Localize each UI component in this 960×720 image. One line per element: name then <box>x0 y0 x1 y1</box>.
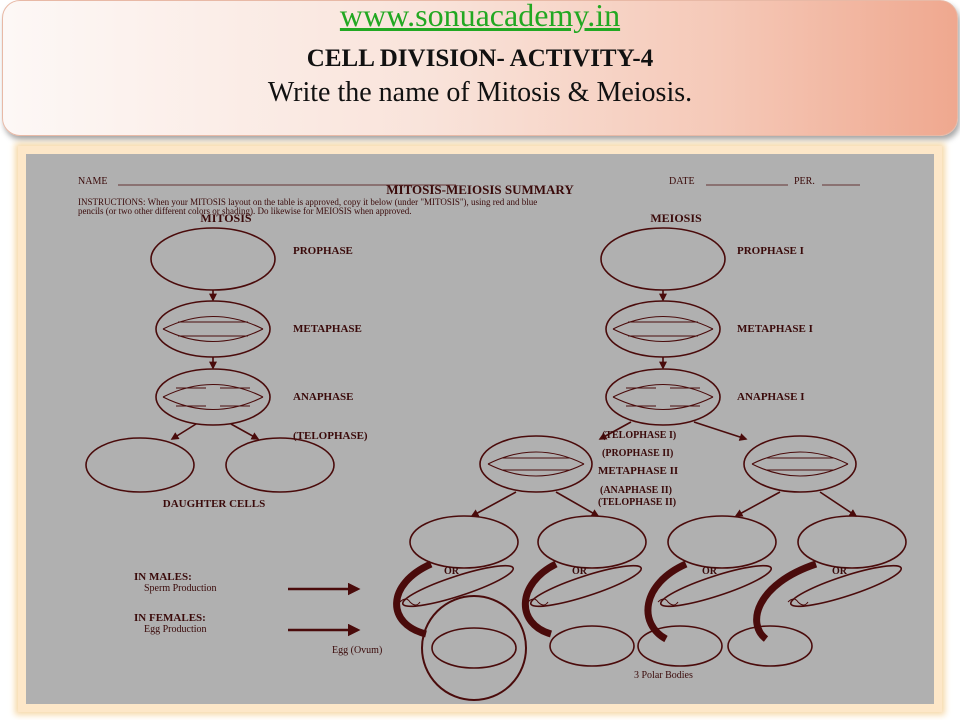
polar-body-3 <box>727 625 813 667</box>
or-label-1: OR <box>444 566 460 577</box>
spindle-fibers <box>162 316 264 342</box>
curved-arrow-icon <box>521 560 558 638</box>
haploid-cell-1 <box>409 515 519 569</box>
daughter-cells-label: DAUGHTER CELLS <box>163 498 265 510</box>
arrow-icon <box>170 423 197 440</box>
mitosis-heading: MITOSIS <box>200 211 251 225</box>
meiosis-telophase1-label: (TELOPHASE I) <box>602 430 676 441</box>
meiosis-telophase2-label: (TELOPHASE II) <box>598 497 676 508</box>
name-label: NAME <box>78 176 107 187</box>
curved-arrow-icon <box>393 560 433 638</box>
haploid-cell-3 <box>667 515 777 569</box>
males-sub-label: Sperm Production <box>144 583 217 594</box>
sperm-cell-2 <box>529 564 643 608</box>
meiosis-metaphase1-cell <box>605 300 721 358</box>
egg-label: Egg (Ovum) <box>332 645 382 656</box>
mitosis-metaphase-label: METAPHASE <box>293 323 362 335</box>
sperm-cell-3 <box>659 564 773 608</box>
curved-arrow-icon <box>753 560 818 642</box>
site-link[interactable]: www.sonuacademy.in <box>339 0 621 33</box>
mitosis-metaphase-cell <box>155 300 271 358</box>
meiosis-metaphase2-label: METAPHASE II <box>598 465 678 477</box>
arrow-icon <box>693 421 748 441</box>
females-sub-label: Egg Production <box>144 624 207 635</box>
date-label: DATE <box>669 176 695 187</box>
mitosis-telophase-label: (TELOPHASE) <box>293 430 368 442</box>
worksheet-frame: NAME DATE PER. MITOSIS-MEIOSIS SUMMARY I… <box>18 146 942 712</box>
meiosis-metaphase2-cell-left <box>479 435 593 493</box>
or-label-3: OR <box>702 566 718 577</box>
egg-outer <box>421 595 527 701</box>
haploid-cell-2 <box>537 515 647 569</box>
daughter-cell-2 <box>225 437 335 493</box>
summary-title: MITOSIS-MEIOSIS SUMMARY <box>386 182 574 197</box>
sperm-tails <box>399 598 809 606</box>
arrow-icon <box>819 491 858 517</box>
title-banner: www.sonuacademy.in CELL DIVISION- ACTIVI… <box>2 0 958 136</box>
sperm-cell-4 <box>789 564 903 608</box>
polar-body-2 <box>637 625 723 667</box>
spindle-fibers <box>487 451 585 477</box>
page-instruction: Write the name of Mitosis & Meiosis. <box>267 77 693 108</box>
females-label: IN FEMALES: <box>134 612 206 624</box>
arrow-icon <box>734 491 781 517</box>
mitosis-prophase-cell <box>150 227 276 291</box>
meiosis-metaphase2-cell-right <box>743 435 857 493</box>
spindle-fibers <box>751 451 849 477</box>
worksheet: NAME DATE PER. MITOSIS-MEIOSIS SUMMARY I… <box>26 154 934 704</box>
arrow-icon <box>555 491 600 517</box>
meiosis-heading: MEIOSIS <box>650 211 702 225</box>
mitosis-prophase-label: PROPHASE <box>293 245 353 257</box>
instructions-line-2: pencils (or two other different colors o… <box>78 206 412 216</box>
daughter-cell-1 <box>85 437 195 493</box>
polar-body-1 <box>549 625 635 667</box>
mitosis-anaphase-cell <box>155 368 271 426</box>
spindle-fibers <box>612 316 714 342</box>
egg-ovum <box>431 627 517 669</box>
spindle-fibers <box>612 384 714 410</box>
arrow-icon <box>470 491 517 517</box>
meiosis-prophase2-label: (PROPHASE II) <box>602 448 673 459</box>
or-label-2: OR <box>572 566 588 577</box>
spindle-fibers <box>162 384 264 410</box>
sperm-cell-1 <box>401 564 515 608</box>
males-label: IN MALES: <box>134 571 192 583</box>
meiosis-anaphase2-label: (ANAPHASE II) <box>600 485 672 496</box>
page-title: CELL DIVISION- ACTIVITY-4 <box>306 45 654 72</box>
arrow-icon <box>230 423 260 440</box>
or-label-4: OR <box>832 566 848 577</box>
meiosis-anaphase1-cell <box>605 368 721 426</box>
mitosis-anaphase-label: ANAPHASE <box>293 391 354 403</box>
meiosis-anaphase1-label: ANAPHASE I <box>737 391 805 403</box>
instructions-line-1: INSTRUCTIONS: When your MITOSIS layout o… <box>78 197 537 207</box>
haploid-cell-4 <box>797 515 907 569</box>
meiosis-metaphase1-label: METAPHASE I <box>737 323 813 335</box>
curved-arrow-icon <box>644 560 688 643</box>
meiosis-prophase1-label: PROPHASE I <box>737 245 804 257</box>
polar-bodies-label: 3 Polar Bodies <box>634 670 693 681</box>
mitosis-meiosis-diagram: NAME DATE PER. MITOSIS-MEIOSIS SUMMARY I… <box>78 176 907 701</box>
per-label: PER. <box>794 176 815 187</box>
arrow-icon <box>598 421 632 440</box>
meiosis-prophase1-cell <box>600 227 726 291</box>
